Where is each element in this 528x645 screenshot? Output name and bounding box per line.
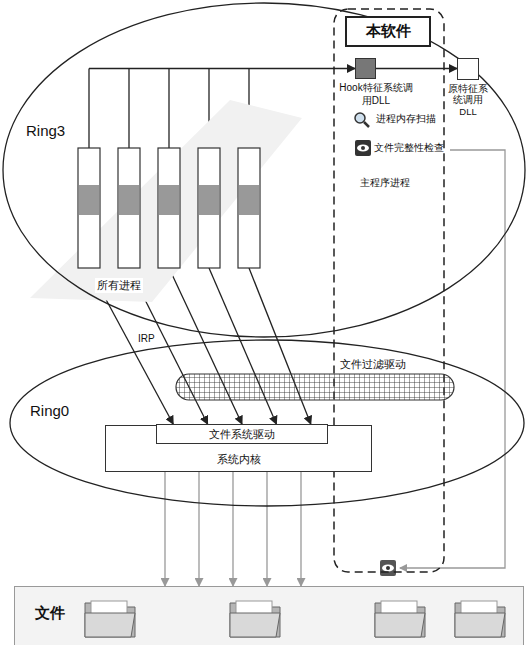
- connector-arrow: [165, 472, 301, 586]
- folder-icon: [230, 601, 280, 637]
- connector-arrow: [376, 68, 457, 69]
- region-label: 文件: [35, 604, 65, 623]
- eye-icon: [380, 560, 396, 576]
- process-column: [78, 148, 100, 268]
- process-hooked-band: [119, 185, 139, 215]
- connector-line: [266, 472, 267, 586]
- ring0-region: Ring0 文件过滤驱动系统内核 文件系统驱动: [8, 338, 526, 508]
- connector-line: [169, 268, 242, 424]
- grid-band: [175, 373, 455, 401]
- connector-arrow: [89, 268, 311, 424]
- process-column: [158, 148, 180, 268]
- function-label: 进程内存扫描: [376, 113, 436, 126]
- process-hooked-band: [199, 185, 219, 215]
- process-fan: [30, 100, 302, 302]
- process-column: [238, 148, 260, 268]
- title-box: 本软件: [345, 16, 431, 47]
- region-label: Ring0: [30, 402, 69, 419]
- process-hooked-band: [159, 185, 179, 215]
- region-label: Ring3: [26, 122, 65, 139]
- original-dll-square: [457, 58, 479, 80]
- connector-line: [232, 472, 233, 586]
- folder-icon: [375, 601, 425, 637]
- connector-line: [249, 268, 311, 424]
- fs-driver-box: 文件系统驱动: [156, 424, 328, 444]
- group-label: 所有进程: [95, 278, 143, 293]
- box-label: 系统内核: [106, 452, 371, 467]
- band-label: 文件过滤驱动: [340, 358, 406, 372]
- process-columns: [70, 145, 270, 271]
- filter-driver-band: 文件过滤驱动: [175, 352, 455, 402]
- connector-line: [376, 68, 457, 69]
- connector-line: [209, 268, 276, 424]
- folder-icon: [455, 601, 505, 637]
- kernel-box: 系统内核 文件系统驱动: [105, 425, 372, 472]
- hook-dll-square: [355, 58, 376, 79]
- connector-line: [164, 472, 165, 586]
- node-label: Hook特征系统调用DLL: [338, 82, 414, 107]
- connector-line: [89, 68, 355, 69]
- connector-line: [198, 472, 199, 586]
- process-column: [118, 148, 140, 268]
- node-label: 原特征系统调用DLL: [448, 83, 488, 117]
- process-hooked-band: [79, 185, 99, 215]
- magnifier-icon: [355, 113, 369, 127]
- integrity-check-leader: [400, 150, 505, 568]
- process-column: [198, 148, 220, 268]
- connector-line: [168, 69, 169, 149]
- folder-icon: [85, 601, 135, 637]
- connector-line: [300, 472, 301, 586]
- original-dll-node: 原特征系统调用DLL: [448, 56, 488, 118]
- connector-line: [128, 69, 129, 149]
- process-group: 所有进程: [70, 145, 270, 295]
- folder-icons: [15, 587, 525, 645]
- ring0-ellipse: [8, 338, 526, 508]
- connector-line: [88, 69, 89, 149]
- ring3-region: Ring3 原特征系统调用DLL 所有进程: [2, 2, 526, 338]
- file-region: 文件: [14, 586, 524, 645]
- signal-label: IRP: [136, 333, 157, 344]
- process-label: 主程序进程: [360, 176, 410, 190]
- hook-dll-node: Hook特征系统调用DLL: [338, 56, 414, 114]
- function-label: 文件完整性检查: [374, 142, 444, 155]
- box-label: 文件系统驱动: [157, 427, 327, 442]
- eye-icon: [355, 140, 371, 156]
- process-hooked-band: [239, 185, 259, 215]
